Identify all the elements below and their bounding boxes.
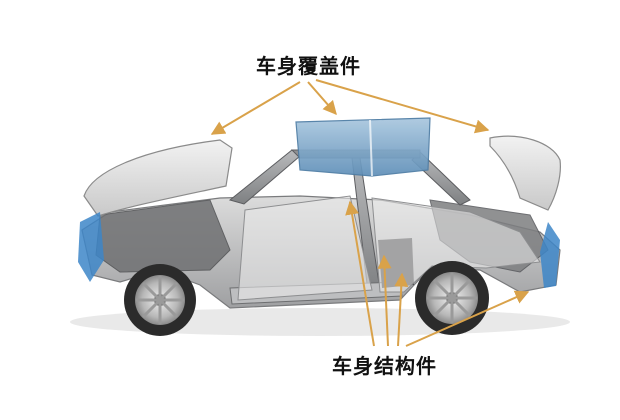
front-wheel (124, 264, 196, 336)
arrow-to-sill (394, 272, 409, 347)
arrow-to-b-pillar (377, 254, 392, 347)
headlight (78, 212, 104, 282)
arrow-to-hood (210, 81, 301, 135)
arrow-to-a-pillar (345, 200, 375, 347)
taillight (540, 222, 560, 288)
body-structure-label: 车身结构件 (332, 354, 437, 378)
rear-wheel (415, 261, 489, 335)
arrow-to-rear-structure (405, 290, 530, 347)
door-panel (237, 195, 373, 301)
hood-panel (83, 139, 233, 217)
windshield-glass (295, 117, 431, 177)
trunk-lid-panel (489, 135, 561, 211)
arrow-to-roof (307, 81, 337, 116)
rear-quarter-panel (371, 197, 541, 293)
cover-panels-label: 车身覆盖件 (256, 54, 361, 78)
arrow-to-trunk (315, 79, 490, 134)
windshield-divider (369, 119, 373, 177)
